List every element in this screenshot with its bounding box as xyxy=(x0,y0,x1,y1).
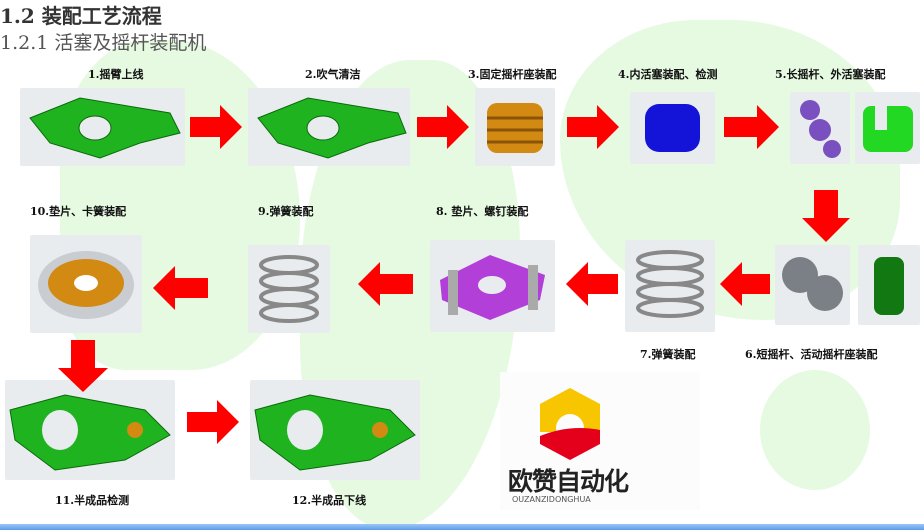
semi-finished-image xyxy=(250,380,420,480)
arrow-right-icon xyxy=(187,400,239,444)
rocker-arm-image xyxy=(248,88,410,166)
washer-circlip-image xyxy=(30,235,142,333)
rocker-arm-image xyxy=(20,88,185,166)
logo-mark-icon xyxy=(540,388,600,460)
arrow-left-icon xyxy=(358,262,413,306)
semi-finished-image xyxy=(5,380,175,480)
world-map-bg xyxy=(760,370,870,490)
arrow-right-icon xyxy=(724,105,779,149)
outer-piston-image xyxy=(855,92,920,164)
step-label: 5.长摇杆、外活塞装配 xyxy=(775,68,886,81)
step-label: 2.吹气清洁 xyxy=(305,68,361,81)
step-label: 1.摇臂上线 xyxy=(88,68,144,81)
step-label: 10.垫片、卡簧装配 xyxy=(30,205,127,218)
logo-name: 欧赞自动化 xyxy=(508,467,629,496)
arrow-left-icon xyxy=(720,262,770,306)
inner-piston-image xyxy=(630,92,715,164)
arrow-right-icon xyxy=(417,105,469,149)
arrow-right-icon xyxy=(567,105,619,149)
step-label: 4.内活塞装配、检测 xyxy=(618,68,718,81)
step-label: 3.固定摇杆座装配 xyxy=(468,68,557,81)
step-label: 6.短摇杆、活动摇杆座装配 xyxy=(745,348,878,361)
spring-image xyxy=(248,245,330,333)
movable-seat-image xyxy=(858,245,920,325)
bottom-bar xyxy=(0,524,924,530)
logo-pinyin: OUZANZIDONGHUA xyxy=(512,495,591,504)
short-rocker-image xyxy=(775,245,850,325)
step-label: 8. 垫片、螺钉装配 xyxy=(436,205,529,218)
step-label: 12.半成品下线 xyxy=(292,494,367,507)
step-label: 11.半成品检测 xyxy=(55,494,130,507)
step-label: 7.弹簧装配 xyxy=(640,348,696,361)
page-title: 1.2 装配工艺流程 xyxy=(0,4,162,28)
arrow-down-icon xyxy=(58,340,108,392)
long-rocker-image xyxy=(790,92,850,164)
company-logo: 欧赞自动化 OUZANZIDONGHUA xyxy=(500,372,700,510)
rocker-seat-image xyxy=(475,88,555,166)
spring-image xyxy=(625,240,715,332)
arrow-left-icon xyxy=(566,262,618,306)
arrow-down-icon xyxy=(802,190,850,242)
page-subtitle: 1.2.1 活塞及摇杆装配机 xyxy=(0,32,207,54)
washer-screw-image xyxy=(430,240,555,332)
step-label: 9.弹簧装配 xyxy=(258,205,314,218)
arrow-left-icon xyxy=(153,266,208,310)
arrow-right-icon xyxy=(190,105,242,149)
